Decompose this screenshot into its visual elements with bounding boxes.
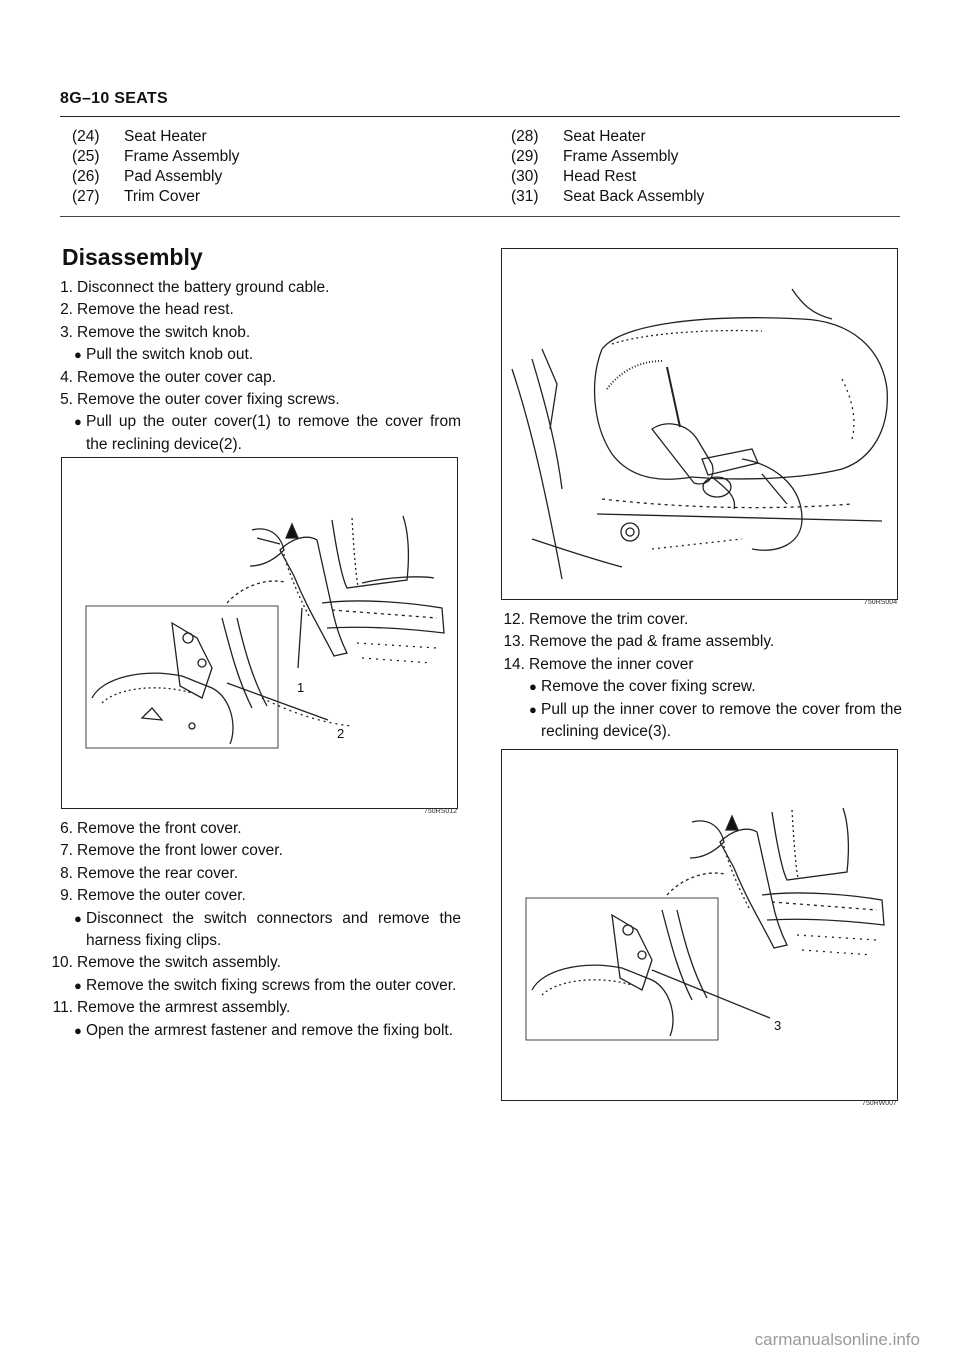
step-item: 3.Remove the switch knob. [60, 323, 251, 341]
header-rule [60, 116, 900, 117]
page-header-title: 8G–10 SEATS [60, 90, 168, 107]
steps-group-c: 12.Remove the trim cover. 13.Remove the … [497, 609, 902, 743]
watermark-text: carmanualsonline.info [754, 1330, 920, 1349]
figure-1-callout-1: 1 [297, 680, 305, 695]
step-item: 10.Remove the switch assembly. [51, 954, 281, 972]
step-item: 6.Remove the front cover. [60, 820, 242, 837]
step-item: 9.Remove the outer cover. [60, 887, 246, 905]
step-item: 7.Remove the front lower cover. [60, 842, 283, 860]
step-item: 13.Remove the pad & frame assembly. [503, 633, 775, 651]
figure-1-callout-2: 2 [337, 726, 345, 741]
step-bullet: ●Disconnect the switch connectors and re… [45, 908, 461, 953]
figure-3-illustration [525, 807, 885, 1041]
figure-2-illustration [511, 288, 888, 580]
step-bullet: ●Pull up the inner cover to remove the c… [497, 699, 902, 744]
figure-3-code: 750RW007 [862, 1100, 897, 1107]
step-item: 11.Remove the armrest assembly. [52, 999, 291, 1017]
step-item: 14.Remove the inner cover [503, 655, 694, 673]
step-item: 4.Remove the outer cover cap. [60, 368, 277, 386]
bullet-icon: ● [74, 1022, 82, 1038]
step-item: 12.Remove the trim cover. [503, 611, 689, 628]
step-bullet: ●Open the armrest fastener and remove th… [45, 1020, 461, 1042]
figure-2-code: 750RS004 [864, 599, 898, 606]
legend-rule [60, 216, 900, 217]
legend-item: (28)Seat Heater [511, 128, 646, 145]
steps-group-b: 6.Remove the front cover. 7.Remove the f… [45, 818, 461, 1042]
bullet-icon: ● [74, 347, 82, 363]
step-bullet: ●Remove the switch fixing screws from th… [45, 975, 461, 997]
figure-head-rest-removal [501, 248, 898, 600]
step-bullet: ●Pull up the outer cover(1) to remove th… [45, 411, 461, 456]
step-item: 1.Disconnect the battery ground cable. [60, 279, 330, 296]
legend-item: (30)Head Rest [511, 168, 637, 185]
section-title: Disassembly [62, 244, 203, 270]
legend-item: (24)Seat Heater [72, 128, 207, 145]
step-item: 5.Remove the outer cover fixing screws. [60, 391, 340, 409]
legend-item: (25)Frame Assembly [72, 148, 240, 165]
bullet-icon: ● [74, 910, 82, 926]
figure-1-code: 750RS012 [424, 808, 458, 815]
step-item: 8.Remove the rear cover. [60, 864, 239, 882]
step-bullet: ●Pull the switch knob out. [45, 344, 461, 366]
bullet-icon: ● [74, 414, 82, 430]
figure-1-illustration [85, 515, 445, 749]
figure-3-callout-3: 3 [774, 1018, 782, 1033]
legend-item: (29)Frame Assembly [511, 148, 679, 165]
step-bullet: ●Remove the cover fixing screw. [497, 676, 902, 698]
figure-inner-cover-removal: 3 [501, 749, 898, 1101]
legend-item: (31)Seat Back Assembly [511, 188, 705, 205]
bullet-icon: ● [74, 977, 82, 993]
legend-left: (24)Seat Heater (25)Frame Assembly (26)P… [72, 127, 239, 207]
bullet-icon: ● [529, 701, 537, 717]
figure-outer-cover-removal: 1 2 [61, 457, 458, 809]
bullet-icon: ● [529, 679, 537, 695]
legend-item: (27)Trim Cover [72, 188, 201, 205]
step-item: 2.Remove the head rest. [60, 301, 234, 319]
legend-item: (26)Pad Assembly [72, 168, 223, 185]
steps-group-a: 1.Disconnect the battery ground cable. 2… [45, 277, 461, 456]
legend-right: (28)Seat Heater (29)Frame Assembly (30)H… [511, 127, 704, 207]
